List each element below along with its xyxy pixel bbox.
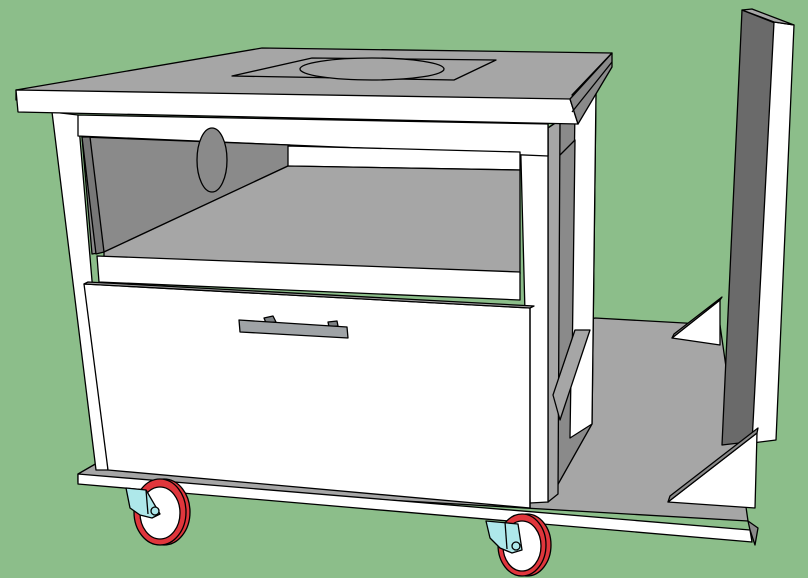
cabinet-side-panel[interactable] [547, 91, 597, 503]
upright-board[interactable] [721, 8, 795, 446]
router-plate[interactable] [231, 57, 497, 81]
open-shelf[interactable] [81, 127, 521, 301]
caster-front-right[interactable] [485, 513, 552, 577]
drawer[interactable] [83, 281, 535, 509]
gusset-bracket-lower[interactable] [667, 427, 759, 509]
drawer-handle[interactable] [238, 315, 349, 339]
router-plate-opening [299, 57, 445, 81]
caster-front-left[interactable] [125, 478, 191, 546]
dust-port-hole [196, 127, 228, 193]
gusset-bracket-upper[interactable] [671, 296, 723, 346]
